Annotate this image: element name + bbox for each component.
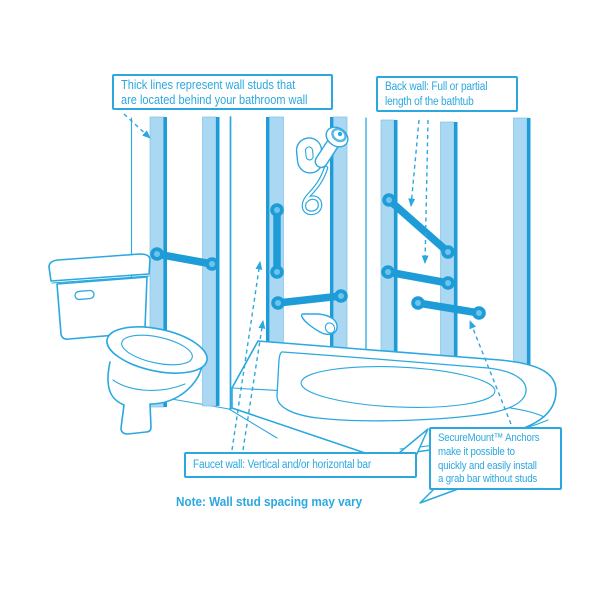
grab-bar-faucet-horizontal [271, 289, 348, 310]
arrow-to-securemount-bar [469, 320, 512, 425]
callout-faucet-wall: Faucet wall: Vertical and/or horizontal … [184, 452, 417, 478]
grab-bar-faucet-vertical [270, 203, 284, 279]
arrow-to-vertical-bar [231, 261, 263, 451]
callout-securemount: SecureMount™ Anchors make it possible to… [429, 427, 562, 490]
arrow-to-back-diagonal-bar [408, 119, 420, 207]
callout-back-wall: Back wall: Full or partial length of the… [376, 76, 518, 112]
callout-text-line: quickly and easily install [438, 459, 537, 472]
grab-bar-back-horizontal [381, 265, 455, 290]
callout-text-line: length of the bathtub [385, 95, 474, 108]
callout-text-line: SecureMount™ Anchors [438, 432, 540, 444]
callout-text-line: Back wall: Full or partial [385, 81, 488, 93]
arrow-to-back-horizontal-bar [421, 119, 429, 264]
callout-text-line: Faucet wall: Vertical and/or horizontal … [193, 459, 372, 471]
shower-head-illustration [295, 126, 349, 216]
arrow-to-horizontal-bar [242, 320, 266, 451]
callout-text-line: make it possible to [438, 445, 515, 458]
bathtub-illustration [231, 340, 557, 457]
wall-stud [380, 119, 398, 366]
faucet-illustration [300, 313, 338, 336]
grab-bar-securemount [411, 296, 486, 320]
toilet-illustration [48, 253, 208, 435]
arrow-to-stud [123, 113, 151, 139]
grab-bars [150, 193, 486, 320]
securemount-callout-tail [419, 488, 459, 504]
leader-arrows [123, 113, 512, 451]
callout-text-line: Thick lines represent wall studs that [121, 78, 296, 92]
callout-wall-studs: Thick lines represent wall studs that ar… [112, 74, 333, 110]
callout-text-line: are located behind your bathroom wall [121, 93, 308, 108]
callout-text-line: a grab bar without studs [438, 473, 538, 486]
flush-handle [74, 289, 95, 301]
note-text: Note: Wall stud spacing may vary [176, 494, 363, 509]
grab-bar-toilet-wall [150, 247, 219, 271]
wall-stud [513, 117, 531, 366]
grab-bar-back-diagonal [382, 193, 455, 259]
